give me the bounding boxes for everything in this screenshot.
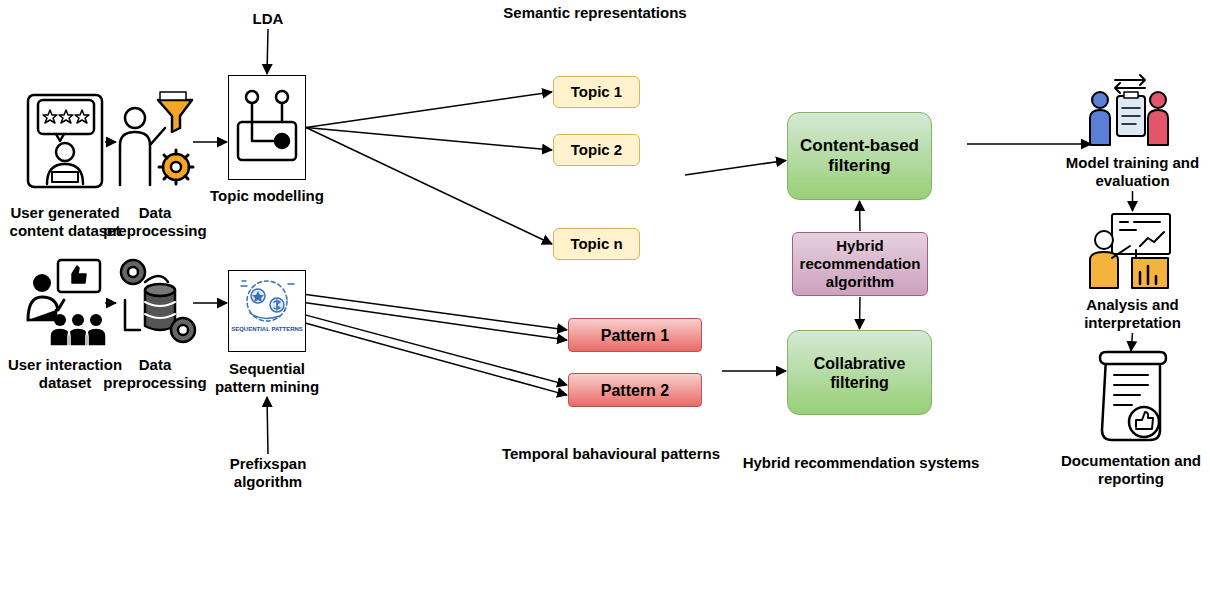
node-shape [1092,72,1170,148]
process-box: Sequential pattern mining SEQUENTIAL PATT… [207,270,327,405]
connector-arrow [1131,333,1133,351]
box-text: Hybrid recommendation algorithm [796,237,924,291]
process-box: Topic modelling [207,75,327,210]
node-label: Topic modelling [207,187,327,205]
node-label: Documentation and reporting [1054,452,1208,488]
node-label: Model training and evaluation [1060,154,1205,190]
pattern-box: Pattern 1 [568,318,702,352]
node-label: Semantic representations [490,4,700,22]
analysis-icon [1090,214,1170,288]
output-step: Documentation and reporting [1054,352,1208,502]
connector-arrow [685,160,786,175]
box-text: Pattern 1 [572,326,698,345]
node-shape [25,258,105,348]
database-gears-icon [121,260,195,342]
process-icon: Data preprocessing [100,92,210,252]
semantic-ellipse: Semantic representationsTopic 1 Topic 2 To… [490,4,700,306]
connector-arrow [722,370,786,372]
node-label: Sequential pattern mining [207,360,327,396]
process-icon: Data preprocessing [100,258,210,398]
filter-box: Content-based filtering [787,112,932,200]
connector-arrow [306,92,552,128]
box-text: Content-based filtering [791,136,928,176]
connector-arrow [267,29,268,74]
connector-arrow [306,128,552,151]
node-label: LDA [243,10,293,28]
box-text: Pattern 2 [572,381,698,400]
pattern-group: Temporal bahavioural patterns Pattern 1 Pa… [490,305,732,465]
node-shape [228,75,306,180]
node-shape [1096,352,1168,444]
node-shape [1095,212,1170,290]
topic-box: Topic n [553,228,640,260]
node-label: Analysis and interpretation [1060,296,1205,332]
node-label: Prefixspan algorithm [213,455,323,491]
node-shape [117,258,193,348]
connector-arrow [306,323,567,395]
connector-arrow [105,302,116,304]
connector-arrow [859,297,861,329]
connector-arrow [306,128,552,245]
node-label: Temporal bahavioural patterns [490,445,732,463]
output-step: Model training and evaluation [1060,72,1205,197]
algorithm-label: LDA [243,8,293,32]
connector-arrow [105,141,116,143]
lda-icon [238,91,296,160]
connector-arrow [859,201,861,231]
hybrid-system-box: Hybrid recommendation systems Content-bas… [736,82,986,477]
output-step: Analysis and interpretation [1060,212,1205,337]
box-text: Collabrative filtering [791,354,928,392]
connector-arrow [967,143,1091,145]
connector-arrow [1132,191,1134,211]
box-text: Topic 1 [557,83,636,101]
node-shape [228,270,306,352]
connector-arrow [193,302,227,304]
algorithm-box: Hybrid recommendation algorithm [792,232,928,296]
topic-box: Topic 1 [553,76,640,108]
connector-arrow [306,295,567,330]
sequential-icon [241,281,294,321]
connector-arrow [267,397,268,454]
pattern-box: Pattern 2 [568,373,702,407]
review-icon [28,95,102,187]
connector-arrow [306,315,567,385]
interaction-icon [28,260,106,346]
node-label: Data preprocessing [100,356,210,392]
box-text: Topic 2 [557,141,636,159]
topic-box: Topic 2 [553,134,640,166]
box-text: Topic n [557,235,636,253]
icon-caption: SEQUENTIAL PATTERNS [228,326,306,333]
node-label: Hybrid recommendation systems [736,454,986,472]
node-shape [25,92,105,192]
node-shape [117,92,193,192]
preprocessing-icon [120,92,193,185]
filter-box: Collabrative filtering [787,330,932,415]
node-label: Data preprocessing [100,204,210,240]
documentation-icon [1100,352,1166,440]
algorithm-label: Prefixspan algorithm [213,455,323,495]
training-icon [1090,75,1168,145]
connector-arrow [193,141,227,143]
